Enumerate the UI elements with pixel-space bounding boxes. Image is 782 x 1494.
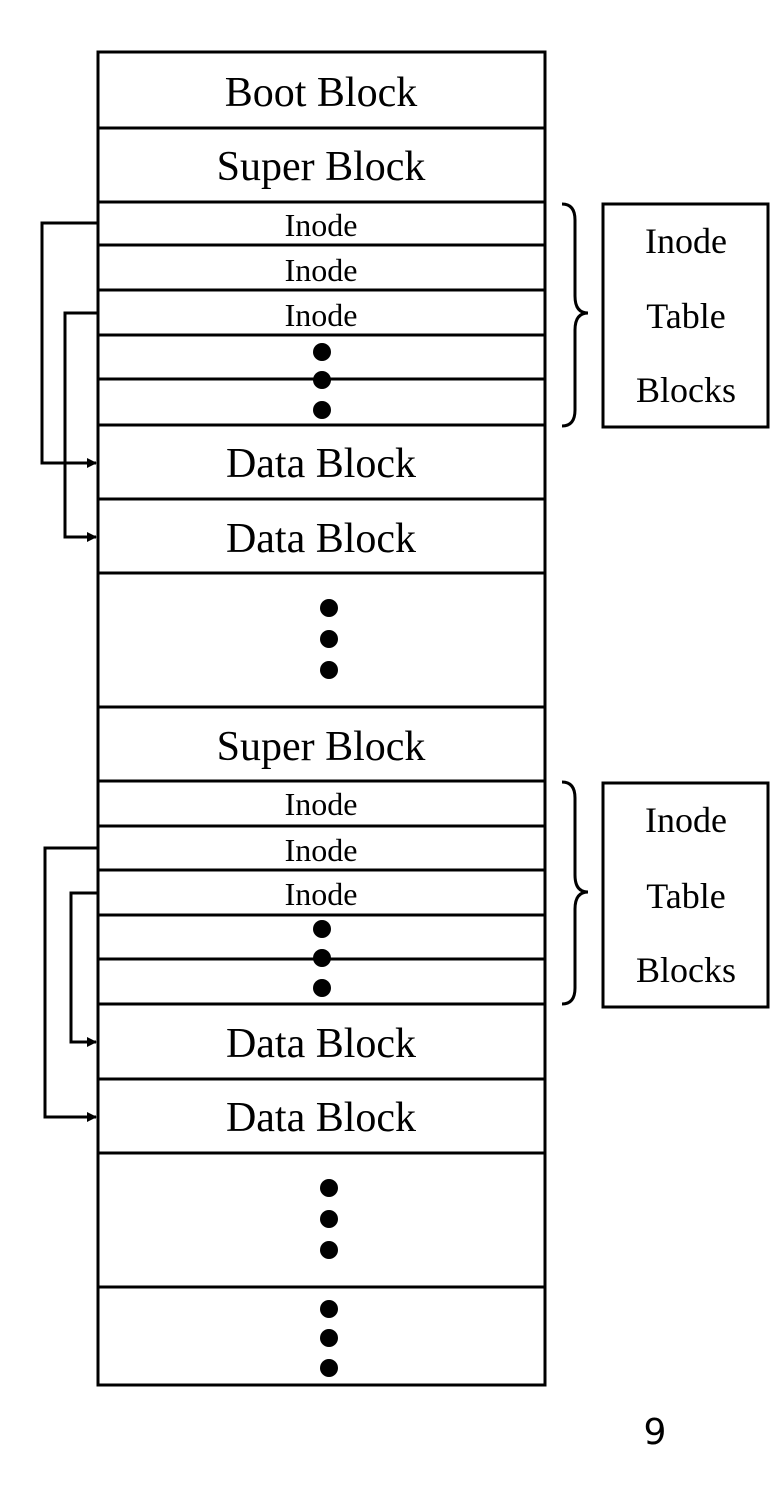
inode-table-blocks-box: [601, 202, 770, 429]
inode-label: Inode: [285, 252, 358, 288]
inode-label: Inode: [285, 207, 358, 243]
inode-to-data-arrows-bottom: [43, 846, 98, 1122]
side-label-line: Blocks: [636, 950, 736, 990]
disk-column: [96, 50, 547, 1387]
curly-brace: [561, 202, 589, 428]
ellipsis-dots: [313, 343, 338, 1377]
curly-brace: [561, 780, 589, 1006]
super-block-label: Super Block: [217, 144, 426, 190]
inode-label: Inode: [285, 832, 358, 868]
side-label-line: Inode: [645, 221, 727, 261]
data-block-label: Data Block: [226, 516, 416, 562]
inode-table-blocks-box: [601, 781, 770, 1009]
super-block-label: Super Block: [217, 724, 426, 770]
boot-block-label: Boot Block: [225, 70, 418, 116]
data-block-label: Data Block: [226, 1021, 416, 1067]
data-block-label: Data Block: [226, 441, 416, 487]
inode-label: Inode: [285, 876, 358, 912]
inode-label: Inode: [285, 786, 358, 822]
side-label-line: Table: [646, 876, 725, 916]
side-label-line: Blocks: [636, 370, 736, 410]
side-label-line: Table: [646, 296, 725, 336]
inode-to-data-arrows-top: [40, 221, 98, 542]
block-separators: [98, 126, 545, 1289]
data-block-label: Data Block: [226, 1095, 416, 1141]
side-label-line: Inode: [645, 800, 727, 840]
inode-label: Inode: [285, 297, 358, 333]
page-number: 9: [644, 1412, 667, 1453]
